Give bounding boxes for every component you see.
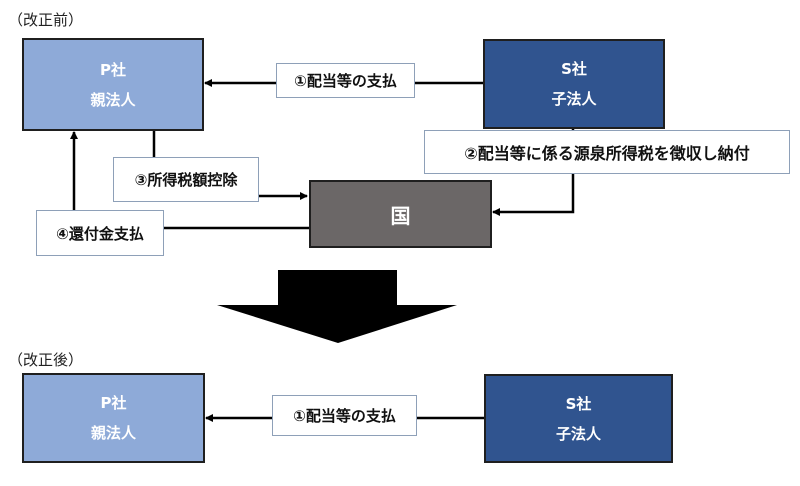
child-role: 子法人 bbox=[551, 90, 597, 108]
transition-arrow-icon bbox=[217, 270, 457, 343]
child-role: 子法人 bbox=[555, 424, 601, 443]
flow-1-label-after: ①配当等の支払 bbox=[272, 395, 417, 436]
flow-4-label: ④還付金支払 bbox=[36, 210, 164, 256]
parent-role: 親法人 bbox=[90, 424, 136, 442]
child-company-box-after: S社 子法人 bbox=[484, 374, 673, 463]
child-name: S社 bbox=[565, 394, 592, 413]
parent-name: P社 bbox=[100, 394, 127, 412]
parent-company-box-after: P社 親法人 bbox=[22, 373, 205, 463]
country-name: 国 bbox=[390, 203, 411, 228]
flow-1-label-before: ①配当等の支払 bbox=[276, 63, 415, 98]
child-name: S社 bbox=[561, 60, 587, 78]
country-box: 国 bbox=[309, 180, 492, 248]
parent-company-box-before: P社 親法人 bbox=[22, 38, 204, 131]
flow-2-label: ②配当等に係る源泉所得税を徴収し納付 bbox=[424, 130, 790, 174]
section-label-after: （改正後） bbox=[8, 351, 84, 369]
section-label-before: （改正前） bbox=[8, 11, 84, 29]
parent-name: P社 bbox=[100, 60, 126, 79]
child-company-box-before: S社 子法人 bbox=[483, 39, 665, 129]
flow-3-label: ③所得税額控除 bbox=[113, 157, 259, 202]
parent-role: 親法人 bbox=[90, 90, 136, 109]
